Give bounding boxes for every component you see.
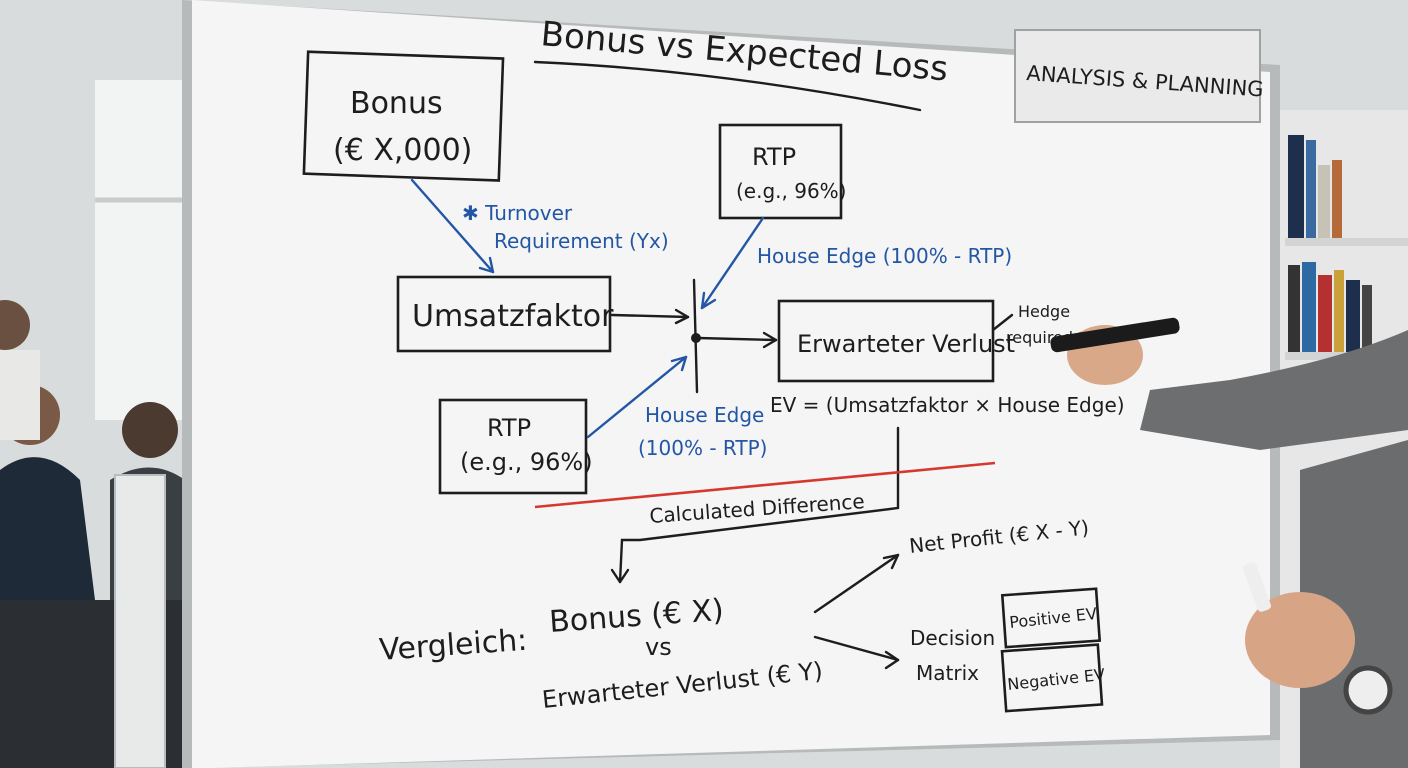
decision-arrow (813, 635, 900, 662)
rtp-bottom-box (438, 398, 588, 495)
umsatzfaktor-arrow (610, 313, 690, 319)
net-profit-arrow (813, 553, 900, 614)
board-stand (114, 474, 166, 768)
bonus-box (302, 50, 505, 182)
person-other-hand (1245, 592, 1355, 688)
whiteboard-surface (192, 0, 1270, 768)
bonus-box-label: Bonus (350, 86, 443, 121)
decision-label-2: Matrix (916, 661, 979, 685)
rtp-top-box (718, 123, 843, 220)
rtp-top-value: (e.g., 96%) (736, 179, 847, 203)
erwarteter-verlust-label: Erwarteter Verlust (797, 330, 1015, 358)
rtp-bottom-value: (e.g., 96%) (460, 448, 593, 476)
to-loss-arrow (696, 336, 778, 342)
difference-arrow (618, 426, 900, 584)
house-edge-bottom-1: House Edge (645, 403, 764, 427)
person-arm (1140, 330, 1408, 450)
decision-label-1: Decision (910, 626, 995, 650)
house-edge-top-label: House Edge (100% - RTP) (757, 244, 1012, 268)
turnover-arrow (410, 178, 495, 274)
umsatzfaktor-box (396, 275, 612, 353)
ev-formula: EV = (Umsatzfaktor × House Edge) (770, 393, 1125, 417)
hedge-arrow (991, 313, 1014, 332)
house-edge-bottom-2: (100% - RTP) (638, 436, 767, 460)
wristwatch (1343, 665, 1393, 715)
umsatzfaktor-label: Umsatzfaktor (412, 299, 614, 334)
rtp-top-label: RTP (752, 143, 796, 171)
house-edge-bottom-arrow (586, 355, 688, 439)
red-divider-line (534, 461, 996, 509)
bonus-box-amount: (€ X,000) (333, 133, 472, 168)
junction-dot (691, 333, 701, 343)
rtp-bottom-label: RTP (487, 414, 531, 442)
analysis-sign (1014, 29, 1261, 123)
vergleich-vs: vs (645, 633, 672, 661)
window-left (95, 80, 185, 420)
title-underline (533, 60, 922, 112)
erwarteter-verlust-box (777, 299, 995, 383)
positive-ev-box (1000, 587, 1102, 649)
negative-ev-box (1000, 643, 1104, 713)
house-edge-top-arrow (700, 216, 765, 310)
person-body (0, 457, 95, 600)
hedge-label-1: Hedge (1018, 302, 1070, 321)
turnover-note-1: ✱ Turnover (462, 201, 573, 225)
turnover-note-2: Requirement (Yx) (494, 229, 669, 253)
marker (1050, 317, 1180, 353)
